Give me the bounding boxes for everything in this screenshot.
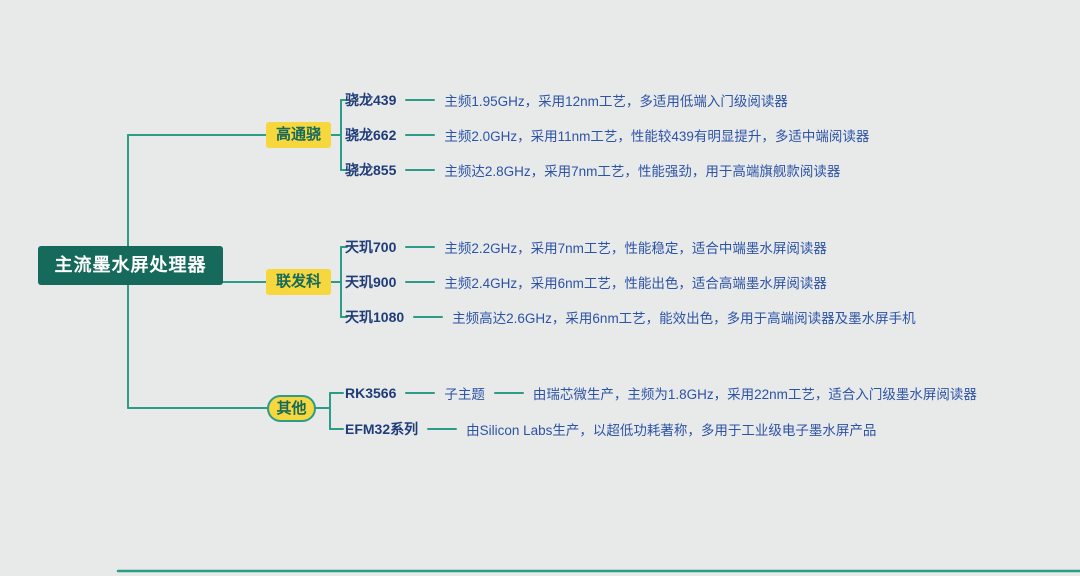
leaf-desc-snapdragon-662[interactable]: 主频2.0GHz，采用11nm工艺，性能较439有明显提升，多适中端阅读器 [444, 129, 870, 144]
leaf-desc-connector [405, 169, 436, 171]
branch-qualcomm-connectors [330, 99, 348, 171]
leaf-node-snapdragon-439[interactable]: 骁龙439 [345, 92, 397, 108]
leaf-desc-connector [405, 246, 436, 248]
leaf-desc-snapdragon-439[interactable]: 主频1.95GHz，采用12nm工艺，多适用低端入门级阅读器 [444, 94, 788, 109]
leaf-row-snapdragon-439: 骁龙439 主频1.95GHz，采用12nm工艺，多适用低端入门级阅读器 [345, 89, 788, 111]
branch-other-connectors [315, 392, 344, 430]
leaf-node-dimensity-900[interactable]: 天玑900 [345, 274, 397, 290]
leaf-row-snapdragon-855: 骁龙855 主频达2.8GHz，采用7nm工艺，性能强劲，用于高端旗舰款阅读器 [345, 159, 840, 181]
branch-node-other[interactable]: 其他 [267, 395, 316, 422]
leaf-node-rk3566[interactable]: RK3566 [345, 385, 397, 401]
leaf-desc-connector [427, 428, 458, 430]
leaf-desc-connector [405, 134, 436, 136]
leaf-desc-rk3566[interactable]: 由瑞芯微生产，主频为1.8GHz，采用22nm工艺，适合入门级墨水屏阅读器 [532, 387, 977, 402]
leaf-node-snapdragon-662[interactable]: 骁龙662 [345, 127, 397, 143]
branch-mediatek-connectors [330, 246, 348, 318]
subtopic-node-rk3566[interactable]: 子主题 [444, 387, 485, 402]
leaf-node-dimensity-700[interactable]: 天玑700 [345, 239, 397, 255]
leaf-row-snapdragon-662: 骁龙662 主频2.0GHz，采用11nm工艺，性能较439有明显提升，多适中端… [345, 124, 869, 146]
leaf-node-dimensity-1080[interactable]: 天玑1080 [345, 309, 405, 325]
branch-node-mediatek[interactable]: 联发科 [266, 269, 331, 295]
leaf-node-snapdragon-855[interactable]: 骁龙855 [345, 162, 397, 178]
branch-node-qualcomm[interactable]: 高通骁 [266, 122, 331, 148]
leaf-desc-efm32[interactable]: 由Silicon Labs生产，以超低功耗著称，多用于工业级电子墨水屏产品 [466, 423, 877, 438]
leaf-row-dimensity-900: 天玑900 主频2.4GHz，采用6nm工艺，性能出色，适合高端墨水屏阅读器 [345, 271, 827, 293]
leaf-row-rk3566: RK3566 子主题 由瑞芯微生产，主频为1.8GHz，采用22nm工艺，适合入… [345, 382, 977, 404]
leaf-desc-connector [493, 392, 524, 394]
leaf-desc-connector [405, 392, 436, 394]
root-node[interactable]: 主流墨水屏处理器 [38, 246, 223, 285]
leaf-row-efm32: EFM32系列 由Silicon Labs生产，以超低功耗著称，多用于工业级电子… [345, 418, 876, 440]
leaf-row-dimensity-1080: 天玑1080 主频高达2.6GHz，采用6nm工艺，能效出色，多用于高端阅读器及… [345, 306, 916, 328]
leaf-desc-dimensity-900[interactable]: 主频2.4GHz，采用6nm工艺，性能出色，适合高端墨水屏阅读器 [444, 276, 827, 291]
leaf-desc-dimensity-700[interactable]: 主频2.2GHz，采用7nm工艺，性能稳定，适合中端墨水屏阅读器 [444, 241, 827, 256]
leaf-desc-snapdragon-855[interactable]: 主频达2.8GHz，采用7nm工艺，性能强劲，用于高端旗舰款阅读器 [444, 164, 841, 179]
leaf-row-dimensity-700: 天玑700 主频2.2GHz，采用7nm工艺，性能稳定，适合中端墨水屏阅读器 [345, 236, 827, 258]
leaf-desc-connector [405, 281, 436, 283]
leaf-node-efm32[interactable]: EFM32系列 [345, 421, 419, 437]
leaf-desc-connector [405, 99, 436, 101]
leaf-desc-connector [413, 316, 444, 318]
leaf-desc-dimensity-1080[interactable]: 主频高达2.6GHz，采用6nm工艺，能效出色，多用于高端阅读器及墨水屏手机 [452, 311, 916, 326]
